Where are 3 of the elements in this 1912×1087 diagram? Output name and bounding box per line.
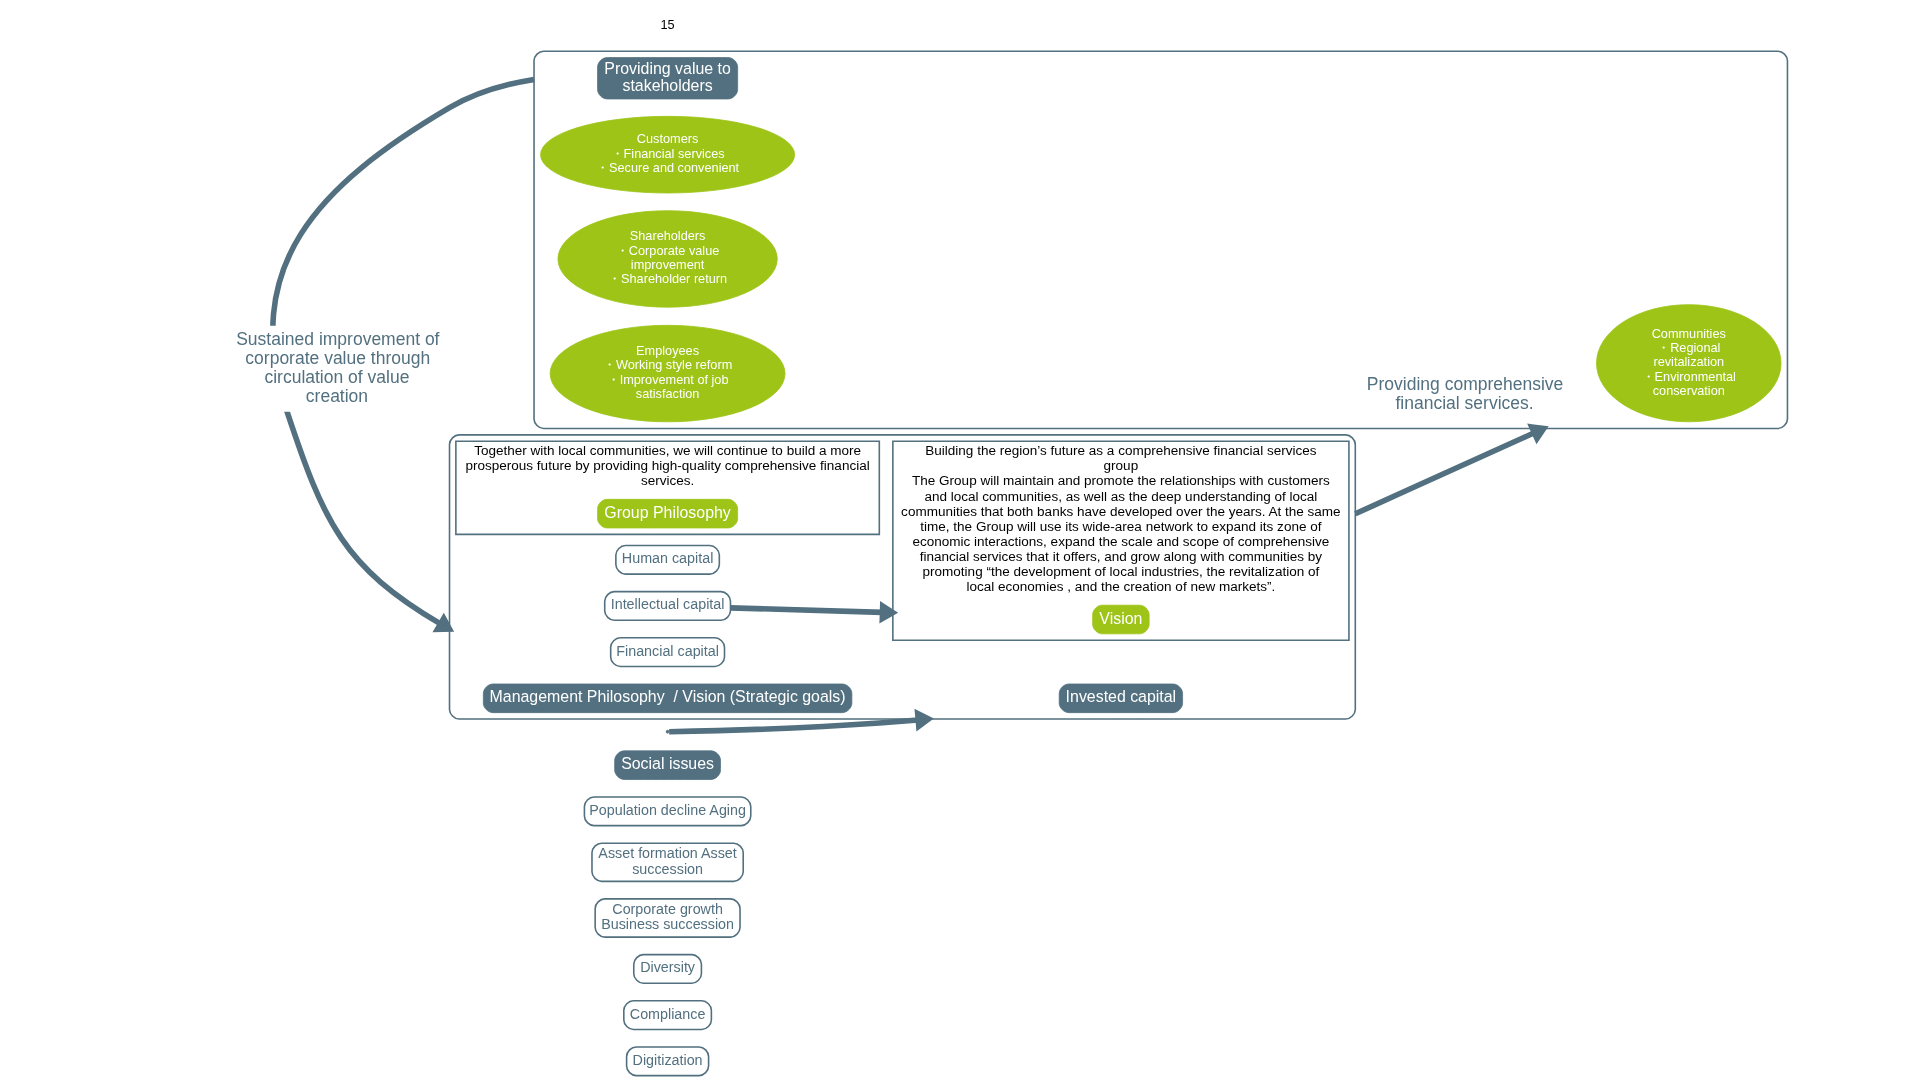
label: 15 <box>660 16 675 32</box>
edge-label: Sustained improvement of corporate value through circulation of value creation <box>235 328 439 406</box>
edge-label: Providing comprehensive financial services. <box>1366 373 1563 414</box>
